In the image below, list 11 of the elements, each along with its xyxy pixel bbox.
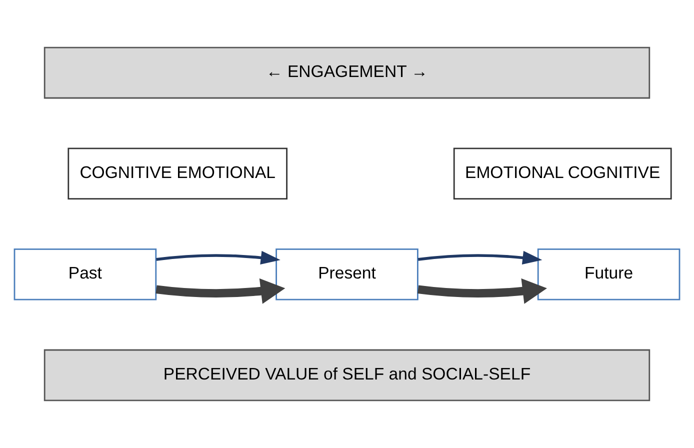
node-box: Present <box>276 248 418 300</box>
arrow <box>418 278 547 304</box>
node-box: Past <box>14 248 157 300</box>
arrow <box>156 250 280 265</box>
arrow <box>156 278 286 304</box>
node-box: PERCEIVED VALUE of SELF and SOCIAL-SELF <box>44 349 650 402</box>
node-box: ← ENGAGEMENT → <box>44 46 650 99</box>
arrow <box>418 250 542 265</box>
node-box: EMOTIONAL COGNITIVE <box>453 148 672 200</box>
node-box: Future <box>537 248 680 300</box>
node-box: COGNITIVE EMOTIONAL <box>68 148 288 200</box>
